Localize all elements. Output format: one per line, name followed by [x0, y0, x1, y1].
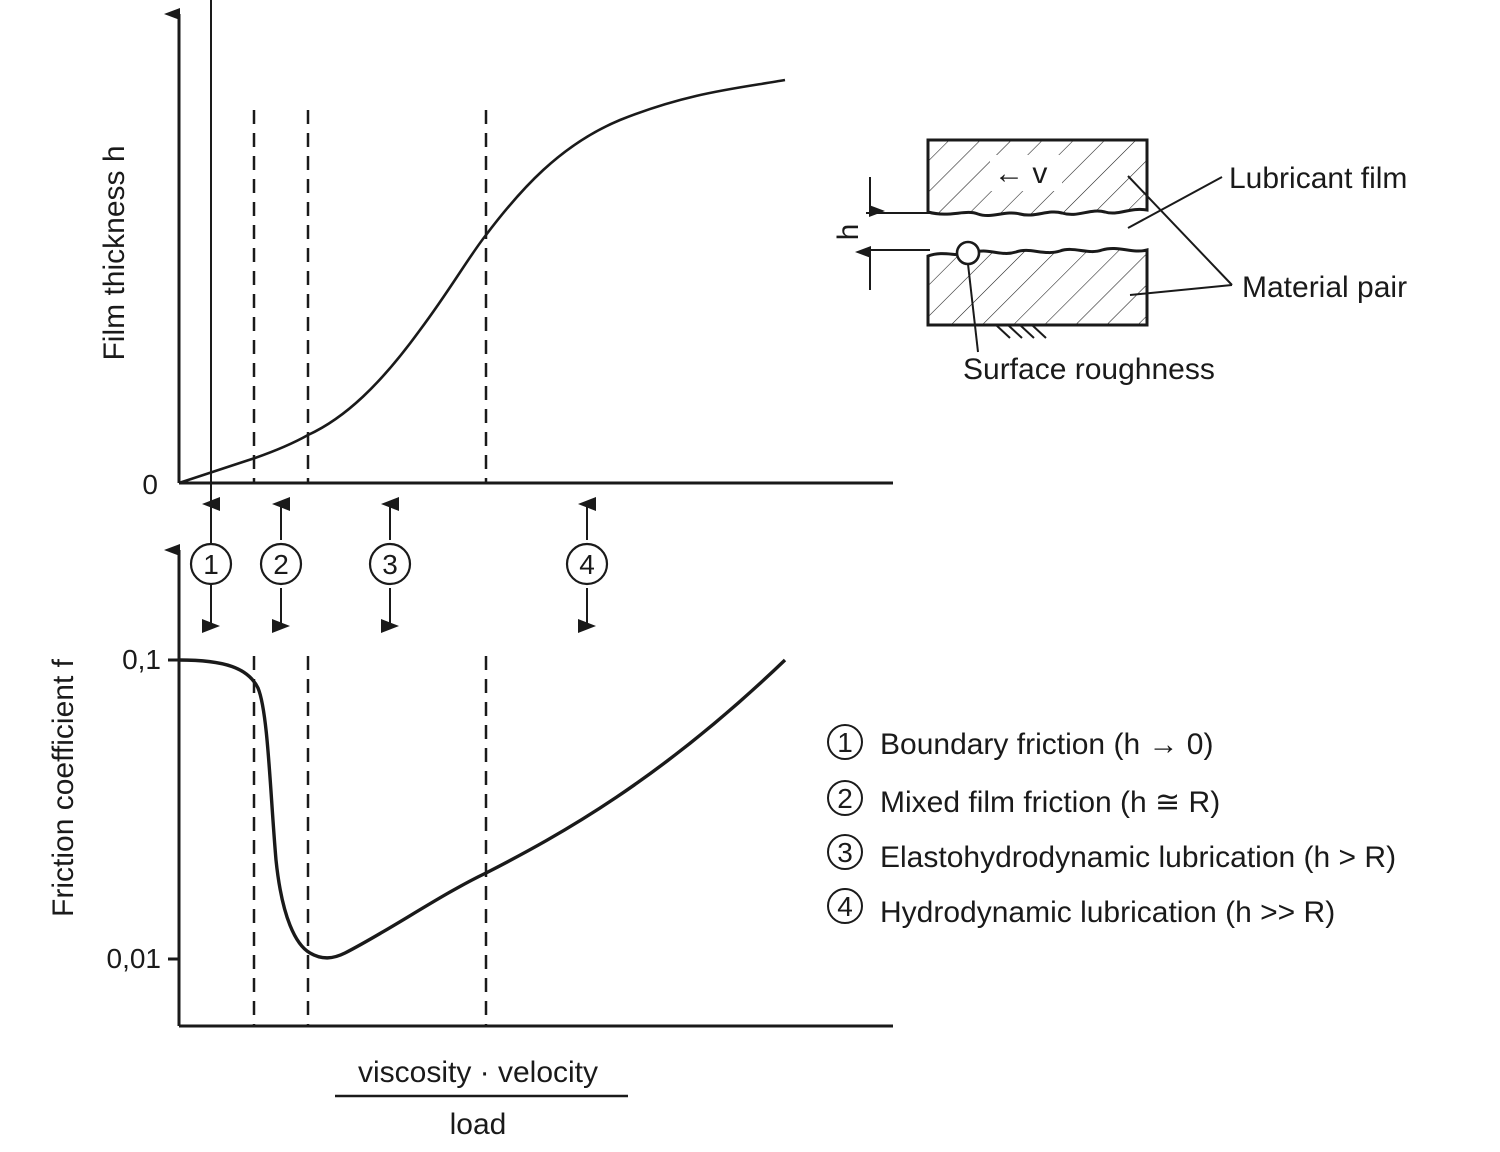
film-thickness-chart: Film thickness h 0	[98, 8, 893, 500]
velocity-label: ← v	[994, 157, 1047, 190]
legend-text-3: Elastohydrodynamic lubrication (h > R)	[880, 841, 1396, 874]
roughness-circle	[955, 240, 981, 266]
legend-item-1: 1 Boundary friction (h → 0)	[827, 724, 1213, 761]
svg-text:2: 2	[837, 783, 853, 814]
top-origin-label: 0	[142, 469, 158, 500]
regime-circle-1	[189, 542, 233, 586]
regime-marker-2: 2	[259, 497, 303, 633]
svg-text:3: 3	[837, 837, 853, 868]
x-label-denominator: load	[450, 1108, 507, 1141]
legend-item-3: 3 Elastohydrodynamic lubrication (h > R)	[827, 834, 1396, 874]
x-axis-label: viscosity · velocity load	[335, 1056, 628, 1141]
legend-text-2: Mixed film friction (h ≅ R)	[880, 786, 1220, 819]
legend-text-1: Boundary friction (h → 0)	[880, 728, 1213, 761]
svg-text:1: 1	[837, 727, 853, 758]
ground-hatch	[995, 324, 1047, 339]
regime-circle-2	[259, 542, 303, 586]
material-pair-label: Material pair	[1242, 271, 1407, 304]
lubricant-leader	[1127, 176, 1223, 229]
x-label-numerator: viscosity · velocity	[358, 1056, 598, 1089]
tick-label-0-01: 0,01	[107, 943, 162, 974]
legend: 1 Boundary friction (h → 0) 2 Mixed film…	[827, 724, 1396, 929]
regime-number-3: 3	[382, 549, 398, 580]
regime-number-2: 2	[273, 549, 289, 580]
regime-circle-3	[368, 542, 412, 586]
film-thickness-curve	[178, 78, 786, 485]
regime-number-4: 4	[579, 549, 595, 580]
svg-text:4: 4	[837, 891, 853, 922]
legend-item-2: 2 Mixed film friction (h ≅ R)	[827, 780, 1220, 819]
bottom-y-axis-label: Friction coefficient f	[47, 658, 80, 917]
regime-marker-4: 4	[565, 497, 609, 633]
regime-marker-3: 3	[368, 497, 412, 633]
regime-marker-1: 1	[189, 0, 233, 633]
legend-text-4: Hydrodynamic lubrication (h >> R)	[880, 896, 1335, 929]
surface-roughness-label: Surface roughness	[963, 353, 1215, 386]
friction-curve	[178, 658, 787, 960]
friction-coefficient-chart: 0,1 0,01 Friction coefficient f	[47, 544, 893, 1028]
material-leader-bottom	[1129, 284, 1233, 296]
regime-boundaries	[252, 110, 488, 1026]
legend-item-4: 4 Hydrodynamic lubrication (h >> R)	[827, 888, 1335, 929]
lubricant-film-label: Lubricant film	[1229, 162, 1407, 195]
regime-number-1: 1	[203, 549, 219, 580]
h-label: h	[832, 224, 865, 241]
regime-circle-4	[565, 542, 609, 586]
top-y-axis-label: Film thickness h	[98, 145, 131, 360]
tick-label-0-1: 0,1	[122, 644, 161, 675]
material-leader-top	[1127, 175, 1233, 286]
friction-pair-inset: ← v h Lubricant film Material pair Surfa…	[832, 138, 1407, 386]
